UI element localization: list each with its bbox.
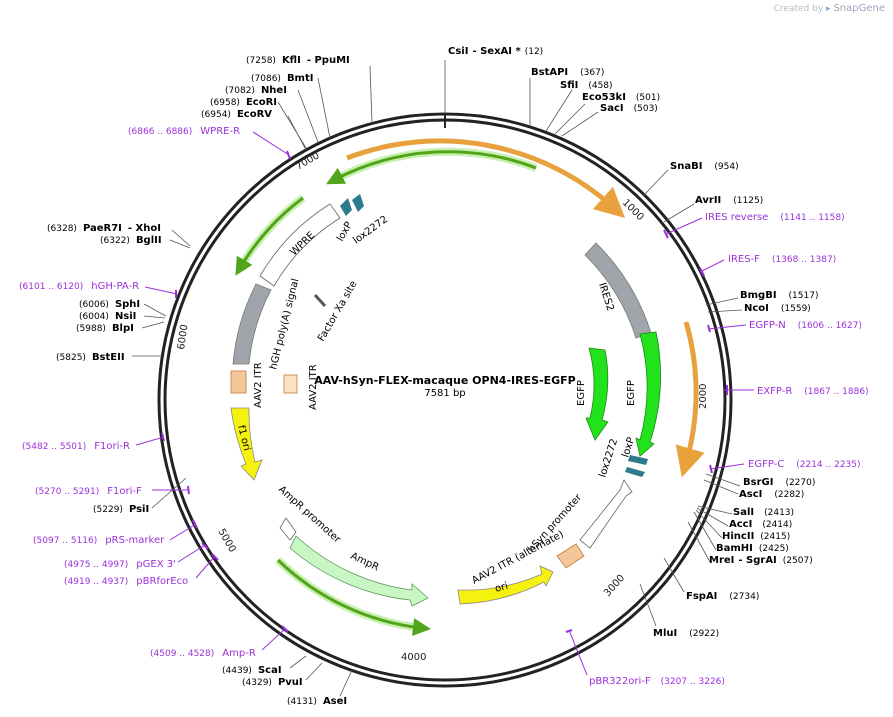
tick-label-4000: 4000 bbox=[401, 652, 426, 663]
enzyme-label: MreI- SgrAI(2507) bbox=[709, 555, 813, 566]
orf-arrow-right bbox=[675, 321, 705, 478]
primer-label: EGFP-N(1606 .. 1627) bbox=[749, 320, 862, 331]
enzyme-label: SacI(503) bbox=[600, 103, 658, 114]
lox2272-top-label: lox2272 bbox=[351, 214, 390, 246]
loxp-right-feature bbox=[628, 455, 648, 465]
enzyme-label: BmgBI(1517) bbox=[740, 290, 818, 301]
f1-ori-feature bbox=[230, 407, 263, 481]
aav2-itr-left-label: AAV2 ITR bbox=[253, 362, 264, 408]
enzyme-label: BamHI(2425) bbox=[716, 543, 789, 554]
lox2272-top-feature bbox=[352, 194, 364, 212]
enzyme-label: NcoI(1559) bbox=[744, 303, 811, 314]
enzyme-label: SnaBI(954) bbox=[670, 161, 739, 172]
primer-label: (4919 .. 4937)pBRforEco bbox=[64, 576, 188, 587]
primer-label: (6866 .. 6886)WPRE-R bbox=[128, 126, 240, 137]
enzyme-label: (5229)PsiI bbox=[93, 504, 149, 515]
primer-labels: IRES reverse(1141 .. 1158) IRES-F(1368 .… bbox=[19, 126, 869, 687]
primer-label: (5482 .. 5501)F1ori-R bbox=[22, 441, 130, 452]
enzyme-label: (6322)BglII bbox=[100, 235, 162, 246]
enzyme-label: (7086)BmtI bbox=[251, 73, 313, 84]
orf-arrow-top bbox=[346, 138, 626, 219]
enzyme-label: (5988)BlpI bbox=[76, 323, 134, 334]
tick-label-3000: 3000 bbox=[602, 573, 627, 599]
green-arrows bbox=[235, 147, 538, 636]
enzyme-label: AvrII(1125) bbox=[695, 195, 763, 206]
tick-label-6000: 6000 bbox=[176, 324, 190, 351]
hsyn-promoter-feature bbox=[579, 479, 633, 549]
ampr-feature bbox=[289, 535, 429, 607]
ampr-promoter-feature bbox=[279, 517, 297, 541]
egfp-outer-label: EGFP bbox=[626, 380, 637, 406]
snapgene-credit: Created by ▸ SnapGene bbox=[774, 3, 885, 14]
primer-label: IRES-F(1368 .. 1387) bbox=[728, 254, 836, 265]
hgh-polya-label: hGH poly(A) signal bbox=[268, 277, 301, 370]
aav2-itr-left-feature bbox=[230, 370, 247, 394]
aav2-itr-alt-feature bbox=[556, 543, 585, 569]
enzyme-label: FspAI(2734) bbox=[686, 591, 759, 602]
primer-label: (5097 .. 5116)pRS-marker bbox=[33, 535, 165, 546]
primer-label: (5270 .. 5291)F1ori-F bbox=[35, 486, 142, 497]
hgh-polya-feature bbox=[232, 283, 272, 365]
egfp-outer-feature bbox=[635, 331, 661, 457]
enzyme-label: (5825)BstEII bbox=[56, 352, 125, 363]
primer-label: (4975 .. 4997)pGEX 3' bbox=[64, 559, 176, 570]
enzyme-label: (6004)NsiI bbox=[79, 311, 136, 322]
tick-label-2000: 2000 bbox=[698, 384, 709, 409]
primer-label: (6101 .. 6120)hGH-PA-R bbox=[19, 281, 139, 292]
lox2272-right-feature bbox=[625, 467, 645, 477]
aav2-itr-inner-label: AAV2 ITR bbox=[308, 364, 319, 410]
primer-leaders bbox=[135, 131, 754, 676]
enzyme-labels: CsiI- SexAI *(12) BstAPI(367) SfiI(458) … bbox=[47, 46, 818, 707]
enzyme-label: CsiI- SexAI *(12) bbox=[448, 46, 543, 57]
tick-label-5000: 5000 bbox=[215, 527, 237, 555]
ori-label: ori bbox=[494, 581, 510, 595]
ampr-label: AmpR bbox=[349, 551, 381, 574]
enzyme-label: AccI(2414) bbox=[729, 519, 792, 530]
backbone-outer bbox=[157, 112, 733, 688]
enzyme-label: MluI(2922) bbox=[653, 628, 719, 639]
enzyme-label: AscI(2282) bbox=[739, 489, 804, 500]
enzyme-label: (6954)EcoRV bbox=[201, 109, 272, 120]
enzyme-label: SfiI(458) bbox=[560, 80, 613, 91]
enzyme-label: BsrGI(2270) bbox=[743, 477, 815, 488]
enzyme-label: (6958)EcoRI bbox=[210, 97, 277, 108]
egfp-inner-label: EGFP bbox=[576, 380, 587, 406]
plasmid-size: 7581 bp bbox=[424, 388, 465, 399]
snapgene-logo-icon: ▸ bbox=[826, 4, 831, 14]
factor-xa-mark bbox=[313, 293, 327, 308]
enzyme-label: (6328)PaeR7I- XhoI bbox=[47, 223, 161, 234]
primer-label: pBR322ori-F(3207 .. 3226) bbox=[589, 676, 725, 687]
enzyme-label: BstAPI(367) bbox=[531, 67, 604, 78]
plasmid-name: AAV-hSyn-FLEX-macaque OPN4-IRES-EGFP bbox=[314, 374, 575, 387]
enzyme-label: SalI(2413) bbox=[733, 507, 794, 518]
backbone-inner bbox=[163, 118, 727, 682]
enzyme-label: (7258)KflI- PpuMI bbox=[246, 55, 350, 66]
credit-brand: SnapGene bbox=[833, 3, 885, 14]
enzyme-label: (4329)PvuI bbox=[242, 677, 303, 688]
primer-label: (4509 .. 4528)Amp-R bbox=[150, 648, 256, 659]
enzyme-label: (4439)ScaI bbox=[222, 665, 282, 676]
aav2-itr-inner-feature bbox=[283, 374, 298, 394]
primer-label: IRES reverse(1141 .. 1158) bbox=[705, 212, 845, 223]
primer-label: EGFP-C(2214 .. 2235) bbox=[748, 459, 861, 470]
loxp-top-feature bbox=[340, 198, 352, 216]
lox2272-right-label: lox2272 bbox=[597, 438, 620, 479]
enzyme-label: (6006)SphI bbox=[79, 299, 140, 310]
enzyme-label: (4131)AseI bbox=[287, 696, 347, 707]
ires2-feature bbox=[584, 242, 652, 339]
enzyme-leaders bbox=[132, 60, 743, 697]
ampr-promoter-label: AmpR promoter bbox=[276, 484, 343, 546]
aav2-itr-alt-label: AAV2 ITR (alternate) bbox=[470, 529, 565, 587]
enzyme-label: (7082)NheI bbox=[225, 85, 287, 96]
egfp-inner-feature bbox=[585, 347, 609, 441]
primer-label: EXFP-R(1867 .. 1886) bbox=[757, 386, 869, 397]
enzyme-label: HincII(2415) bbox=[722, 531, 790, 542]
credit-prefix: Created by bbox=[773, 4, 824, 14]
enzyme-label: Eco53kI(501) bbox=[582, 92, 660, 103]
ori-feature bbox=[457, 565, 554, 605]
wpre-feature bbox=[259, 203, 341, 287]
factor-xa-label: Factor Xa site bbox=[316, 279, 360, 343]
loxp-right-label: loxP bbox=[620, 436, 637, 459]
